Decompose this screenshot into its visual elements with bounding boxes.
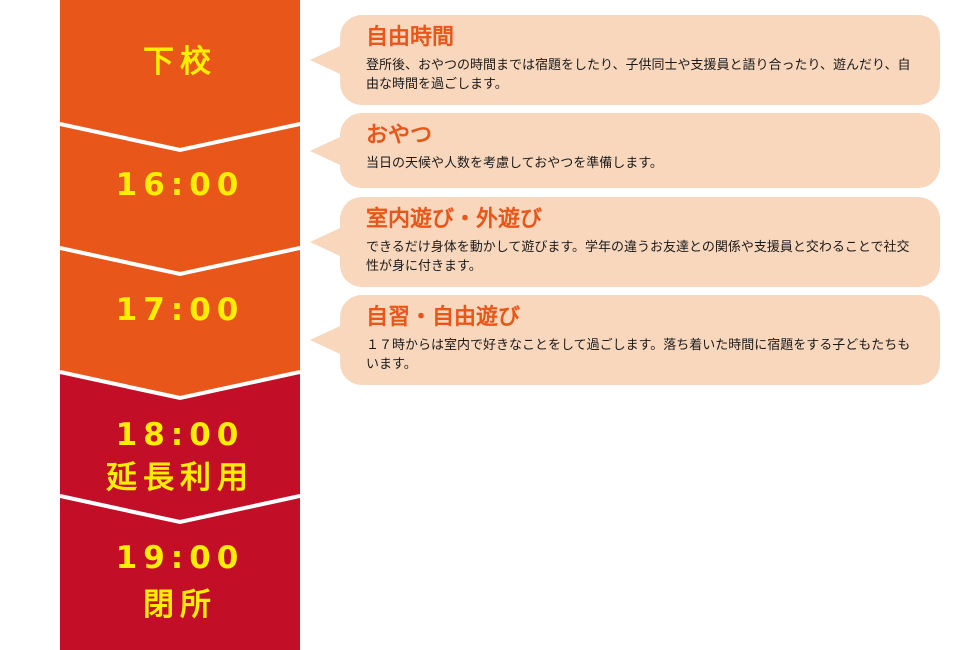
timeline-label-1600: 16:00 [115,167,245,203]
chevron-divider [60,494,300,525]
activity-title: 自習・自由遊び [366,305,521,330]
activity-bubble-snack: おやつ 当日の天候や人数を考慮しておやつを準備します。 [310,113,940,188]
activity-bubble-self-study: 自習・自由遊び １７時からは室内で好きなことをして過ごします。落ち着いた時間に宿… [310,295,940,385]
timeline-chevrons [60,0,300,650]
chevron-divider [60,246,300,277]
activity-description: １７時からは室内で好きなことをして過ごします。落ち着いた時間に宿題をする子どもた… [366,338,911,372]
activity-bubble-play: 室内遊び・外遊び できるだけ身体を動かして遊びます。学年の違うお友達との関係や支… [310,197,940,287]
activity-title: 自由時間 [366,25,455,50]
timeline-label-1800: 18:00 [115,417,245,453]
activity-title: おやつ [366,123,433,148]
chevron-divider [60,122,300,153]
activity-description: できるだけ身体を動かして遊びます。学年の違うお友達との関係や支援員と交わることで… [366,240,910,274]
timeline-label-closing: 閉所 [143,587,217,623]
activity-title: 室内遊び・外遊び [366,207,543,232]
timeline-label-1900: 19:00 [115,540,245,576]
timeline-label-extended: 延長利用 [106,460,254,496]
timeline-label-1700: 17:00 [115,292,245,328]
timeline-label-dismissal: 下校 [143,44,217,80]
chevron-divider [60,370,300,401]
schedule-timeline: 下校 16:00 17:00 18:00 延長利用 19:00 閉所 [60,0,300,650]
timeline-segment-orange [60,0,300,398]
activity-bubble-free-time: 自由時間 登所後、おやつの時間までは宿題をしたり、子供同士や支援員と語り合ったり… [310,15,940,105]
activity-description: 登所後、おやつの時間までは宿題をしたり、子供同士や支援員と語り合ったり、遊んだり… [366,58,911,92]
activity-description: 当日の天候や人数を考慮しておやつを準備します。 [366,156,663,171]
timeline-segment-red [60,373,300,650]
